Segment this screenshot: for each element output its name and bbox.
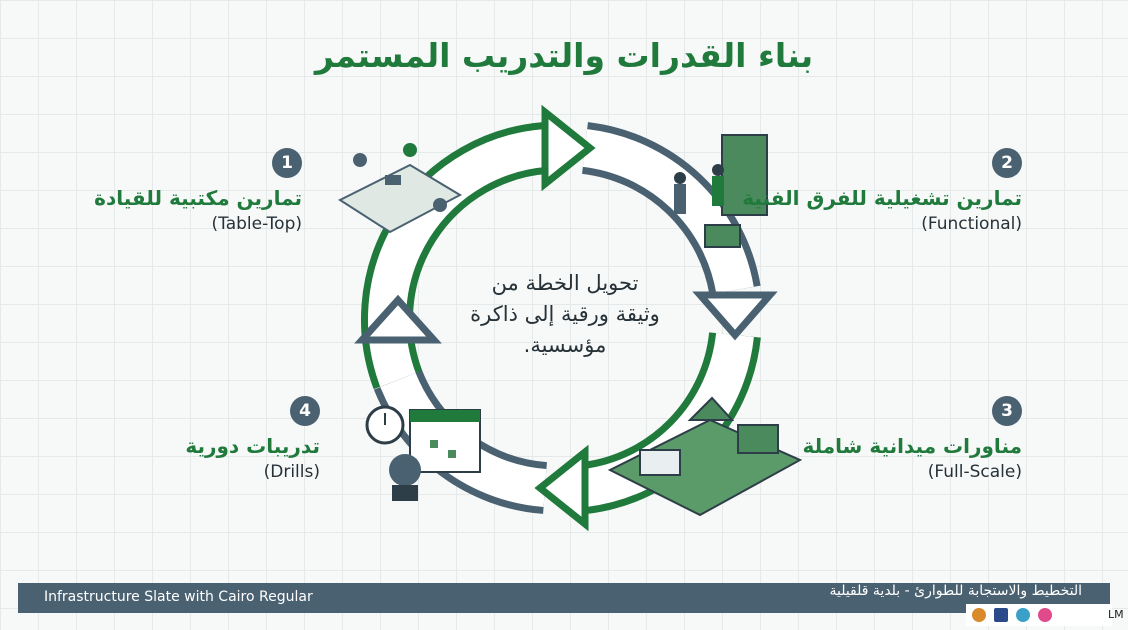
footer-bar: Infrastructure Slate with Cairo Regular …	[18, 583, 1110, 613]
step-title: تدريبات دورية	[185, 434, 320, 458]
office-illustration	[337, 143, 463, 234]
watermark: LM	[1108, 608, 1124, 621]
arrow-head-4	[354, 294, 442, 344]
footer-right-text: التخطيط والاستجابة للطوارئ - بلدية قلقيل…	[829, 583, 1082, 599]
logo-icon	[994, 608, 1008, 622]
arrow-head-2	[692, 291, 778, 341]
step-subtitle: (Table-Top)	[211, 214, 303, 234]
logo-icon	[1038, 608, 1052, 622]
clock-calendar-illustration	[365, 405, 481, 501]
step-4: 4 تدريبات دورية (Drills)	[40, 396, 320, 482]
step-3: 3 مناورات ميدانية شاملة (Full-Scale)	[742, 396, 1022, 482]
partner-logos	[966, 604, 1112, 626]
page-title: بناء القدرات والتدريب المستمر	[314, 36, 814, 75]
footer-left-text: Infrastructure Slate with Cairo Regular	[44, 589, 313, 605]
step-2: 2 تمارين تشغيلية للفرق الفنية (Functiona…	[742, 148, 1022, 234]
center-text: تحويل الخطة من وثيقة ورقية إلى ذاكرة مؤس…	[470, 271, 660, 357]
step-subtitle: (Functional)	[921, 214, 1022, 234]
step-number: 2	[992, 148, 1022, 178]
step-1: 1 تمارين مكتبية للقيادة (Table-Top)	[22, 148, 302, 234]
control-panel-illustration	[674, 134, 768, 248]
step-number: 1	[272, 148, 302, 178]
step-title: تمارين مكتبية للقيادة	[94, 186, 302, 210]
step-title: مناورات ميدانية شاملة	[802, 434, 1023, 458]
step-number: 4	[290, 396, 320, 426]
logo-icon	[1016, 608, 1030, 622]
field-exercise-illustration	[607, 396, 803, 517]
logo-icon	[972, 608, 986, 622]
arrow-head-1	[541, 104, 596, 192]
step-subtitle: (Full-Scale)	[927, 462, 1022, 482]
arrow-head-3	[534, 444, 589, 532]
step-number: 3	[992, 396, 1022, 426]
step-subtitle: (Drills)	[263, 462, 320, 482]
step-title: تمارين تشغيلية للفرق الفنية	[742, 186, 1022, 210]
